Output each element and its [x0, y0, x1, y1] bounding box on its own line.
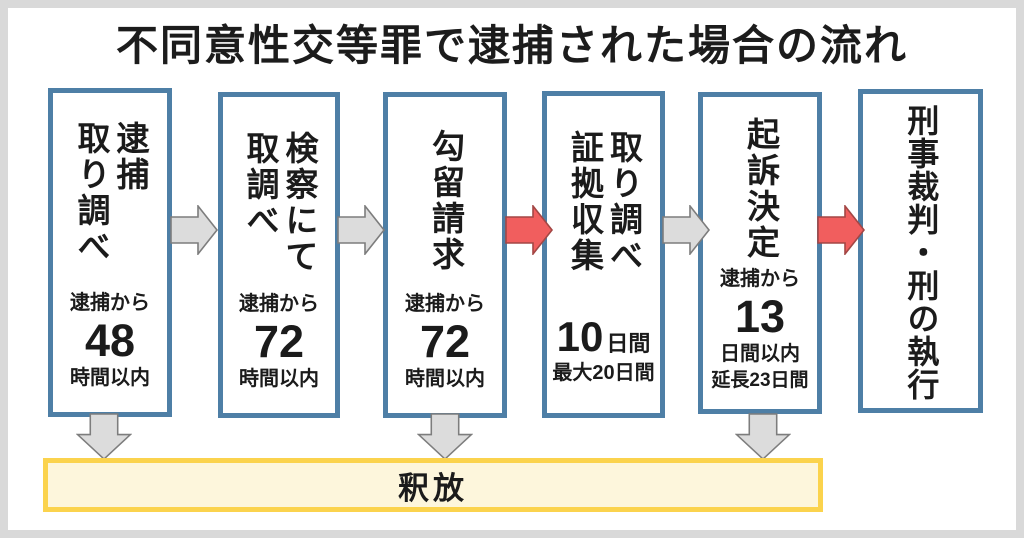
step-note: 逮捕から 48 時間以内 — [53, 289, 167, 392]
note-post: 時間以内 — [70, 367, 150, 389]
step-note: 逮捕から 13 日間以内 延長23日間 — [703, 265, 817, 395]
note-number: 72 — [419, 315, 471, 367]
step-note: 逮捕から 72 時間以内 — [223, 290, 335, 393]
step-title: 逮捕 取り調べ — [71, 121, 149, 265]
step-title-col: 刑事裁判・刑の執行 — [903, 104, 940, 401]
step-title-col: 勾留請求 — [427, 129, 465, 273]
flowchart-canvas — [8, 8, 1016, 530]
step-box-prosecutor-interrogation: 検察にて 取調べ 逮捕から 72 時間以内 — [218, 92, 340, 418]
note-pre: 逮捕から — [239, 292, 319, 315]
step-title: 検察にて 取調べ — [240, 131, 318, 275]
step-title: 勾留請求 — [426, 129, 465, 273]
release-bar: 釈放 — [43, 458, 823, 512]
step-box-detention-request: 勾留請求 逮捕から 72 時間以内 — [383, 92, 507, 418]
note-post: 時間以内 — [239, 368, 319, 390]
flow-arrow-1-right-gray-icon — [169, 205, 219, 255]
note-number: 13 — [734, 291, 786, 343]
flow-arrow-2-right-gray-icon — [336, 205, 386, 255]
step-title-col: 検察にて — [280, 131, 318, 275]
step-box-criminal-trial: 刑事裁判・刑の執行 — [858, 89, 983, 413]
step-box-arrest-interrogation: 逮捕 取り調べ 逮捕から 48 時間以内 — [48, 88, 172, 417]
note-pre: 逮捕から — [70, 291, 150, 314]
note-number: 48 — [84, 314, 136, 366]
note-pre: 逮捕から — [405, 292, 485, 315]
note-post: 日間以内 — [720, 343, 800, 366]
step-title: 起訴決定 — [741, 117, 780, 261]
note-post: 時間以内 — [405, 368, 485, 390]
step-title-col: 証拠収集 — [566, 130, 604, 274]
note-pre: 逮捕から — [720, 268, 800, 291]
step-box-indictment-decision: 起訴決定 逮捕から 13 日間以内 延長23日間 — [698, 92, 822, 414]
step-title-col: 逮捕 — [111, 121, 149, 193]
step-title-col: 取調べ — [242, 131, 279, 239]
release-label: 釈放 — [398, 470, 468, 506]
note-post2: 延長23日間 — [711, 370, 809, 392]
page-title: 不同意性交等罪で逮捕された場合の流れ — [115, 22, 908, 69]
step-title-col: 取り調べ — [73, 121, 110, 265]
flow-arrow-3-right-red-icon — [504, 205, 554, 255]
release-arrow-3-down-icon — [735, 413, 791, 460]
step-title: 刑事裁判・刑の執行 — [902, 104, 940, 401]
note-number: 10 — [556, 312, 604, 360]
flow-arrow-4-right-gray-icon — [661, 205, 711, 255]
release-arrow-2-down-icon — [417, 413, 473, 460]
flow-arrow-5-right-red-icon — [816, 205, 866, 255]
step-note: 逮捕から 72 時間以内 — [388, 290, 502, 393]
note-number: 72 — [253, 315, 305, 367]
note-number-suffix: 日間 — [606, 330, 651, 356]
release-arrow-1-down-icon — [76, 413, 132, 460]
note-post: 最大20日間 — [552, 362, 655, 384]
step-title: 取り調べ 証拠収集 — [565, 130, 643, 274]
step-title-col: 起訴決定 — [742, 117, 780, 261]
step-title-col: 取り調べ — [605, 130, 643, 274]
